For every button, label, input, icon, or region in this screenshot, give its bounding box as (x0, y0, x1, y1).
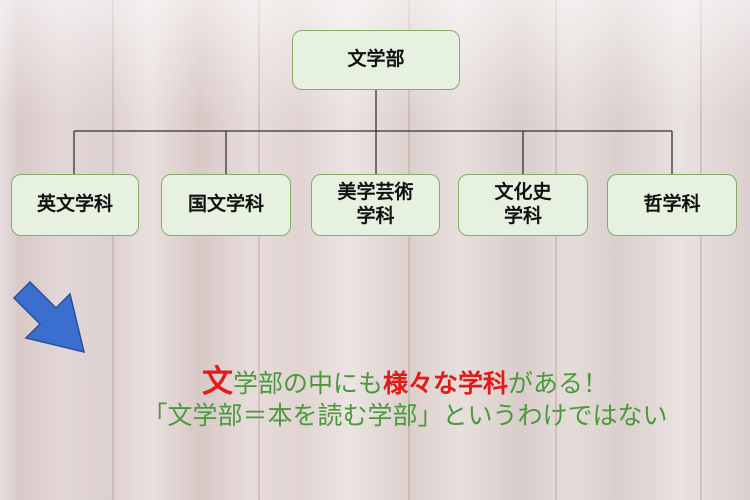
root-node-label: 文学部 (347, 48, 405, 71)
book-spine-edge (408, 0, 410, 500)
message-line-1: 文学部の中にも様々な学科がある！ (60, 356, 750, 401)
message-text: 「文学部＝本を読む学部」というわけではない (142, 401, 668, 430)
child-node-english: 英文学科 (11, 174, 139, 236)
message-text: がある！ (508, 369, 609, 398)
child-node-label: 美学芸術 学科 (337, 181, 414, 227)
book-spine-edge (555, 0, 557, 500)
message-text: 学部の中にも (232, 369, 383, 398)
book-spine-edge (700, 0, 702, 500)
message-highlight-first-char: 文 (201, 364, 233, 400)
child-node-aesthetics: 美学芸術 学科 (311, 174, 440, 236)
child-node-philosophy: 哲学科 (607, 174, 737, 236)
book-spine-edge (258, 0, 260, 500)
message-line-2: 「文学部＝本を読む学部」というわけではない (60, 396, 750, 432)
root-node: 文学部 (292, 30, 460, 90)
child-node-japanese: 国文学科 (161, 174, 291, 236)
book-spine-edge (112, 0, 114, 500)
child-node-cultural-history: 文化史 学科 (458, 174, 588, 236)
child-node-label: 英文学科 (36, 193, 113, 216)
child-node-label: 文化史 学科 (494, 181, 552, 227)
child-node-label: 国文学科 (187, 193, 264, 216)
child-node-label: 哲学科 (643, 193, 701, 216)
message-highlight: 様々な学科 (382, 369, 508, 398)
